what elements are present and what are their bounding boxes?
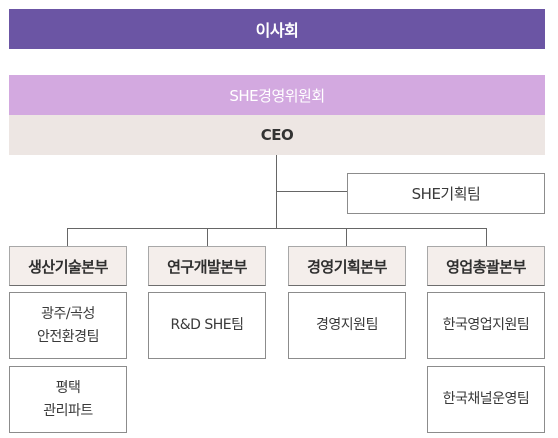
division-label: 경영기획본부 (307, 257, 387, 276)
team-rnd-she: R&D SHE팀 (148, 292, 266, 359)
she-planning-team-node: SHE기획팀 (347, 173, 545, 214)
she-planning-team-label: SHE기획팀 (411, 184, 481, 203)
ceo-node: CEO (9, 115, 545, 155)
team-management-support: 경영지원팀 (288, 292, 406, 359)
team-korea-sales-support: 한국영업지원팀 (427, 292, 545, 359)
connector-division-2 (207, 228, 208, 246)
board-node: 이사회 (9, 9, 545, 49)
division-header-sales: 영업총괄본부 (427, 246, 545, 286)
connector-division-1 (67, 228, 68, 246)
division-label: 생산기술본부 (28, 257, 108, 276)
she-committee-node: SHE경영위원회 (9, 75, 545, 115)
team-korea-channel-ops: 한국채널운영팀 (427, 366, 545, 433)
team-label-line: 관리파트 (43, 402, 93, 419)
team-label-line: 평택 (55, 380, 81, 397)
team-label-line: 안전환경팀 (37, 328, 99, 345)
connector-division-3 (346, 228, 347, 246)
team-label: 한국영업지원팀 (442, 317, 530, 334)
team-label-line: 광주/곡성 (41, 306, 95, 323)
division-header-rnd: 연구개발본부 (148, 246, 266, 286)
team-label: 경영지원팀 (316, 317, 378, 334)
team-label: R&D SHE팀 (170, 317, 244, 334)
team-label: 한국채널운영팀 (442, 391, 530, 408)
connector-division-bus (67, 228, 487, 229)
division-header-planning: 경영기획본부 (288, 246, 406, 286)
board-label: 이사회 (255, 21, 299, 40)
ceo-label: CEO (260, 126, 294, 144)
connector-division-4 (486, 228, 487, 246)
she-committee-label: SHE경영위원회 (229, 86, 325, 105)
connector-to-she-planning (276, 191, 348, 192)
division-header-production: 생산기술본부 (9, 246, 127, 286)
division-label: 영업총괄본부 (446, 257, 526, 276)
division-label: 연구개발본부 (167, 257, 247, 276)
